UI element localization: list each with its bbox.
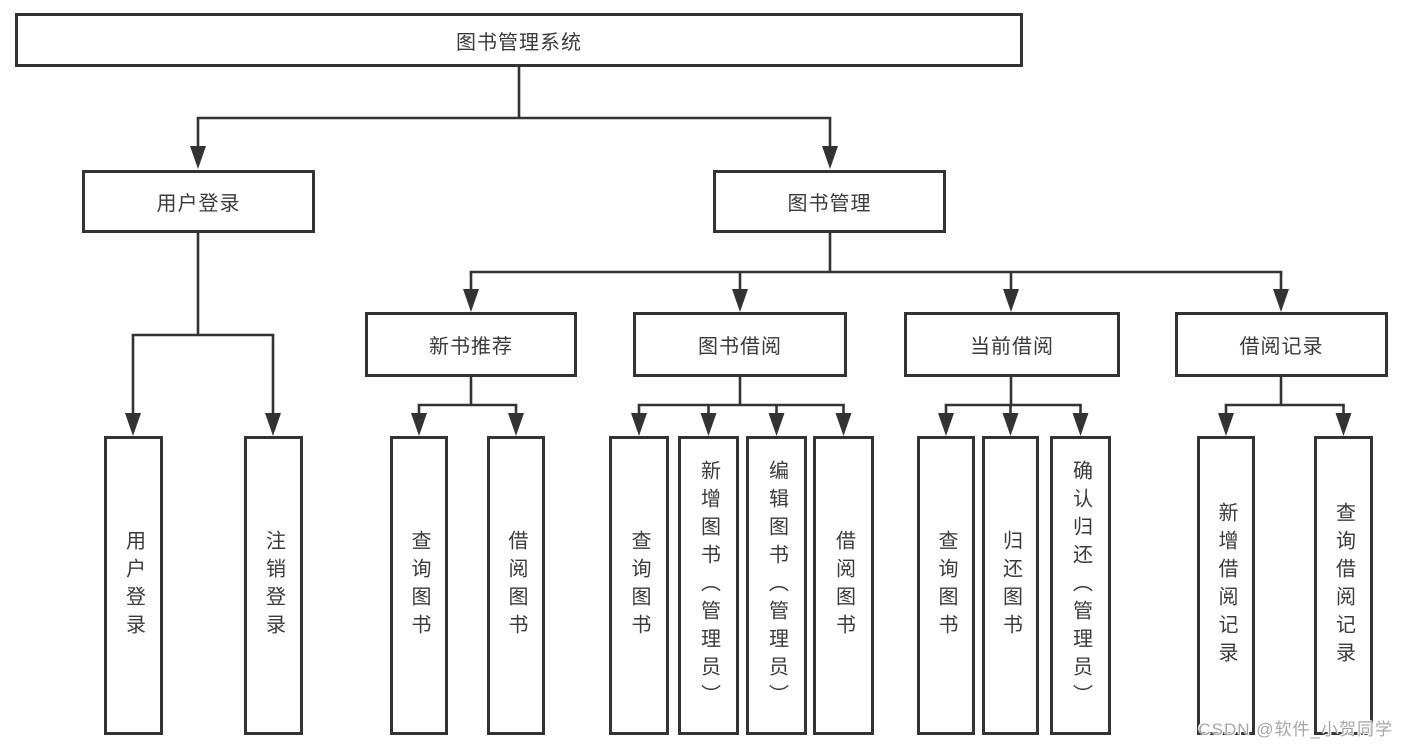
node-book-borrow: 图书借阅 xyxy=(633,312,847,377)
leaf-label: 用户登录 xyxy=(122,529,145,642)
leaf-user-login: 用户登录 xyxy=(104,436,163,735)
leaf-recommend-borrow-books: 借阅图书 xyxy=(487,436,545,735)
leaf-records-query-record: 查询借阅记录 xyxy=(1314,436,1373,735)
leaf-current-return-books: 归还图书 xyxy=(982,436,1039,735)
leaf-label: 查询借阅记录 xyxy=(1332,501,1355,670)
node-borrow-records: 借阅记录 xyxy=(1175,312,1388,377)
leaf-borrow-edit-books-admin: 编辑图书（管理员） xyxy=(746,436,807,735)
csdn-watermark: CSDN @软件_小贺同学 xyxy=(1198,720,1393,739)
leaf-label: 查询图书 xyxy=(408,529,430,642)
node-user-login: 用户登录 xyxy=(82,170,315,233)
leaf-current-confirm-return-admin: 确认归还（管理员） xyxy=(1050,436,1111,735)
leaf-borrow-add-books-admin: 新增图书（管理员） xyxy=(678,436,739,735)
leaf-label: 注销登录 xyxy=(262,529,285,642)
leaf-records-add-record: 新增借阅记录 xyxy=(1197,436,1255,735)
node-book-management: 图书管理 xyxy=(713,170,946,233)
leaf-label: 确认归还（管理员） xyxy=(1069,459,1092,712)
leaf-label: 查询图书 xyxy=(628,529,650,642)
leaf-label: 借阅图书 xyxy=(505,529,527,642)
leaf-label: 编辑图书（管理员） xyxy=(765,459,788,712)
leaf-recommend-query-books: 查询图书 xyxy=(390,436,448,735)
leaf-current-query-books: 查询图书 xyxy=(917,436,975,735)
node-new-book-recommend: 新书推荐 xyxy=(365,312,577,377)
leaf-label: 新增图书（管理员） xyxy=(697,459,720,712)
leaf-borrow-query-books: 查询图书 xyxy=(609,436,669,735)
leaf-label: 查询图书 xyxy=(935,529,957,642)
leaf-logout: 注销登录 xyxy=(244,436,303,735)
leaf-borrow-borrow-books: 借阅图书 xyxy=(813,436,874,735)
node-current-borrow: 当前借阅 xyxy=(904,312,1120,377)
leaf-label: 归还图书 xyxy=(999,529,1022,642)
leaf-label: 借阅图书 xyxy=(832,529,855,642)
leaf-label: 新增借阅记录 xyxy=(1215,501,1237,670)
node-root: 图书管理系统 xyxy=(15,13,1023,67)
